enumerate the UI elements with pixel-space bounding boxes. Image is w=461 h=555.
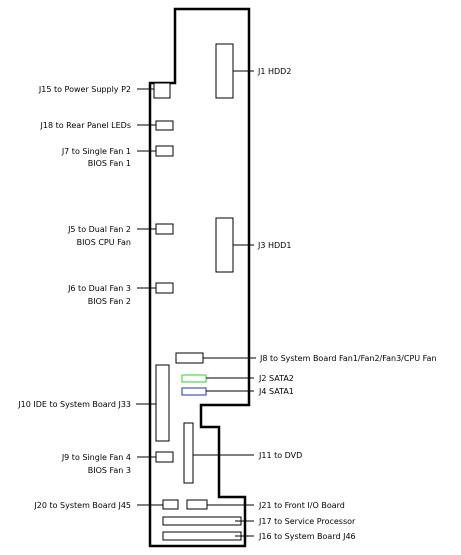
j9-label-line2: BIOS Fan 3 [88,466,131,475]
j7-connector [155,145,174,157]
j10-label: J10 IDE to System Board J33 [17,400,131,409]
j11-label: J11 to DVD [258,451,302,460]
j3-connector [215,217,234,273]
j6-connector [155,282,174,294]
j4-label: J4 SATA1 [258,387,294,396]
j5-label-line2: BIOS CPU Fan [77,238,131,247]
j18-label: J18 to Rear Panel LEDs [40,121,131,130]
j9-label-line1: J9 to Single Fan 4 [61,453,131,462]
j6-label-line1: J6 to Dual Fan 3 [67,284,131,293]
j3-label: J3 HDD1 [257,241,291,250]
j18-connector [155,120,174,131]
j16-connector [162,531,242,541]
j8-connector [175,352,204,364]
j2-label: J2 SATA2 [258,374,294,383]
j2-sata2-connector [181,374,207,383]
j21-connector [186,499,208,510]
j5-connector [155,223,174,235]
j15-connector [153,82,171,99]
j8-label: J8 to System Board Fan1/Fan2/Fan3/CPU Fa… [259,354,437,363]
j9-connector [155,451,174,463]
j1-connector [215,43,234,99]
j16-label: J16 to System Board J46 [258,532,356,541]
j5-label-line1: J5 to Dual Fan 2 [67,225,131,234]
j15-label: J15 to Power Supply P2 [38,85,131,94]
j20-connector [162,499,179,510]
board-outline [148,7,251,548]
j6-label-line2: BIOS Fan 2 [88,297,131,306]
j7-label-line1: J7 to Single Fan 1 [61,147,131,156]
j17-connector [162,516,242,526]
j11-connector [183,422,194,484]
j10-connector [155,364,170,442]
j1-label: J1 HDD2 [257,67,291,76]
j20-label: J20 to System Board J45 [33,501,131,510]
j4-sata1-connector [181,387,207,396]
j21-label: J21 to Front I/O Board [258,501,345,510]
j17-label: J17 to Service Processor [258,517,356,526]
j7-label-line2: BIOS Fan 1 [88,159,131,168]
